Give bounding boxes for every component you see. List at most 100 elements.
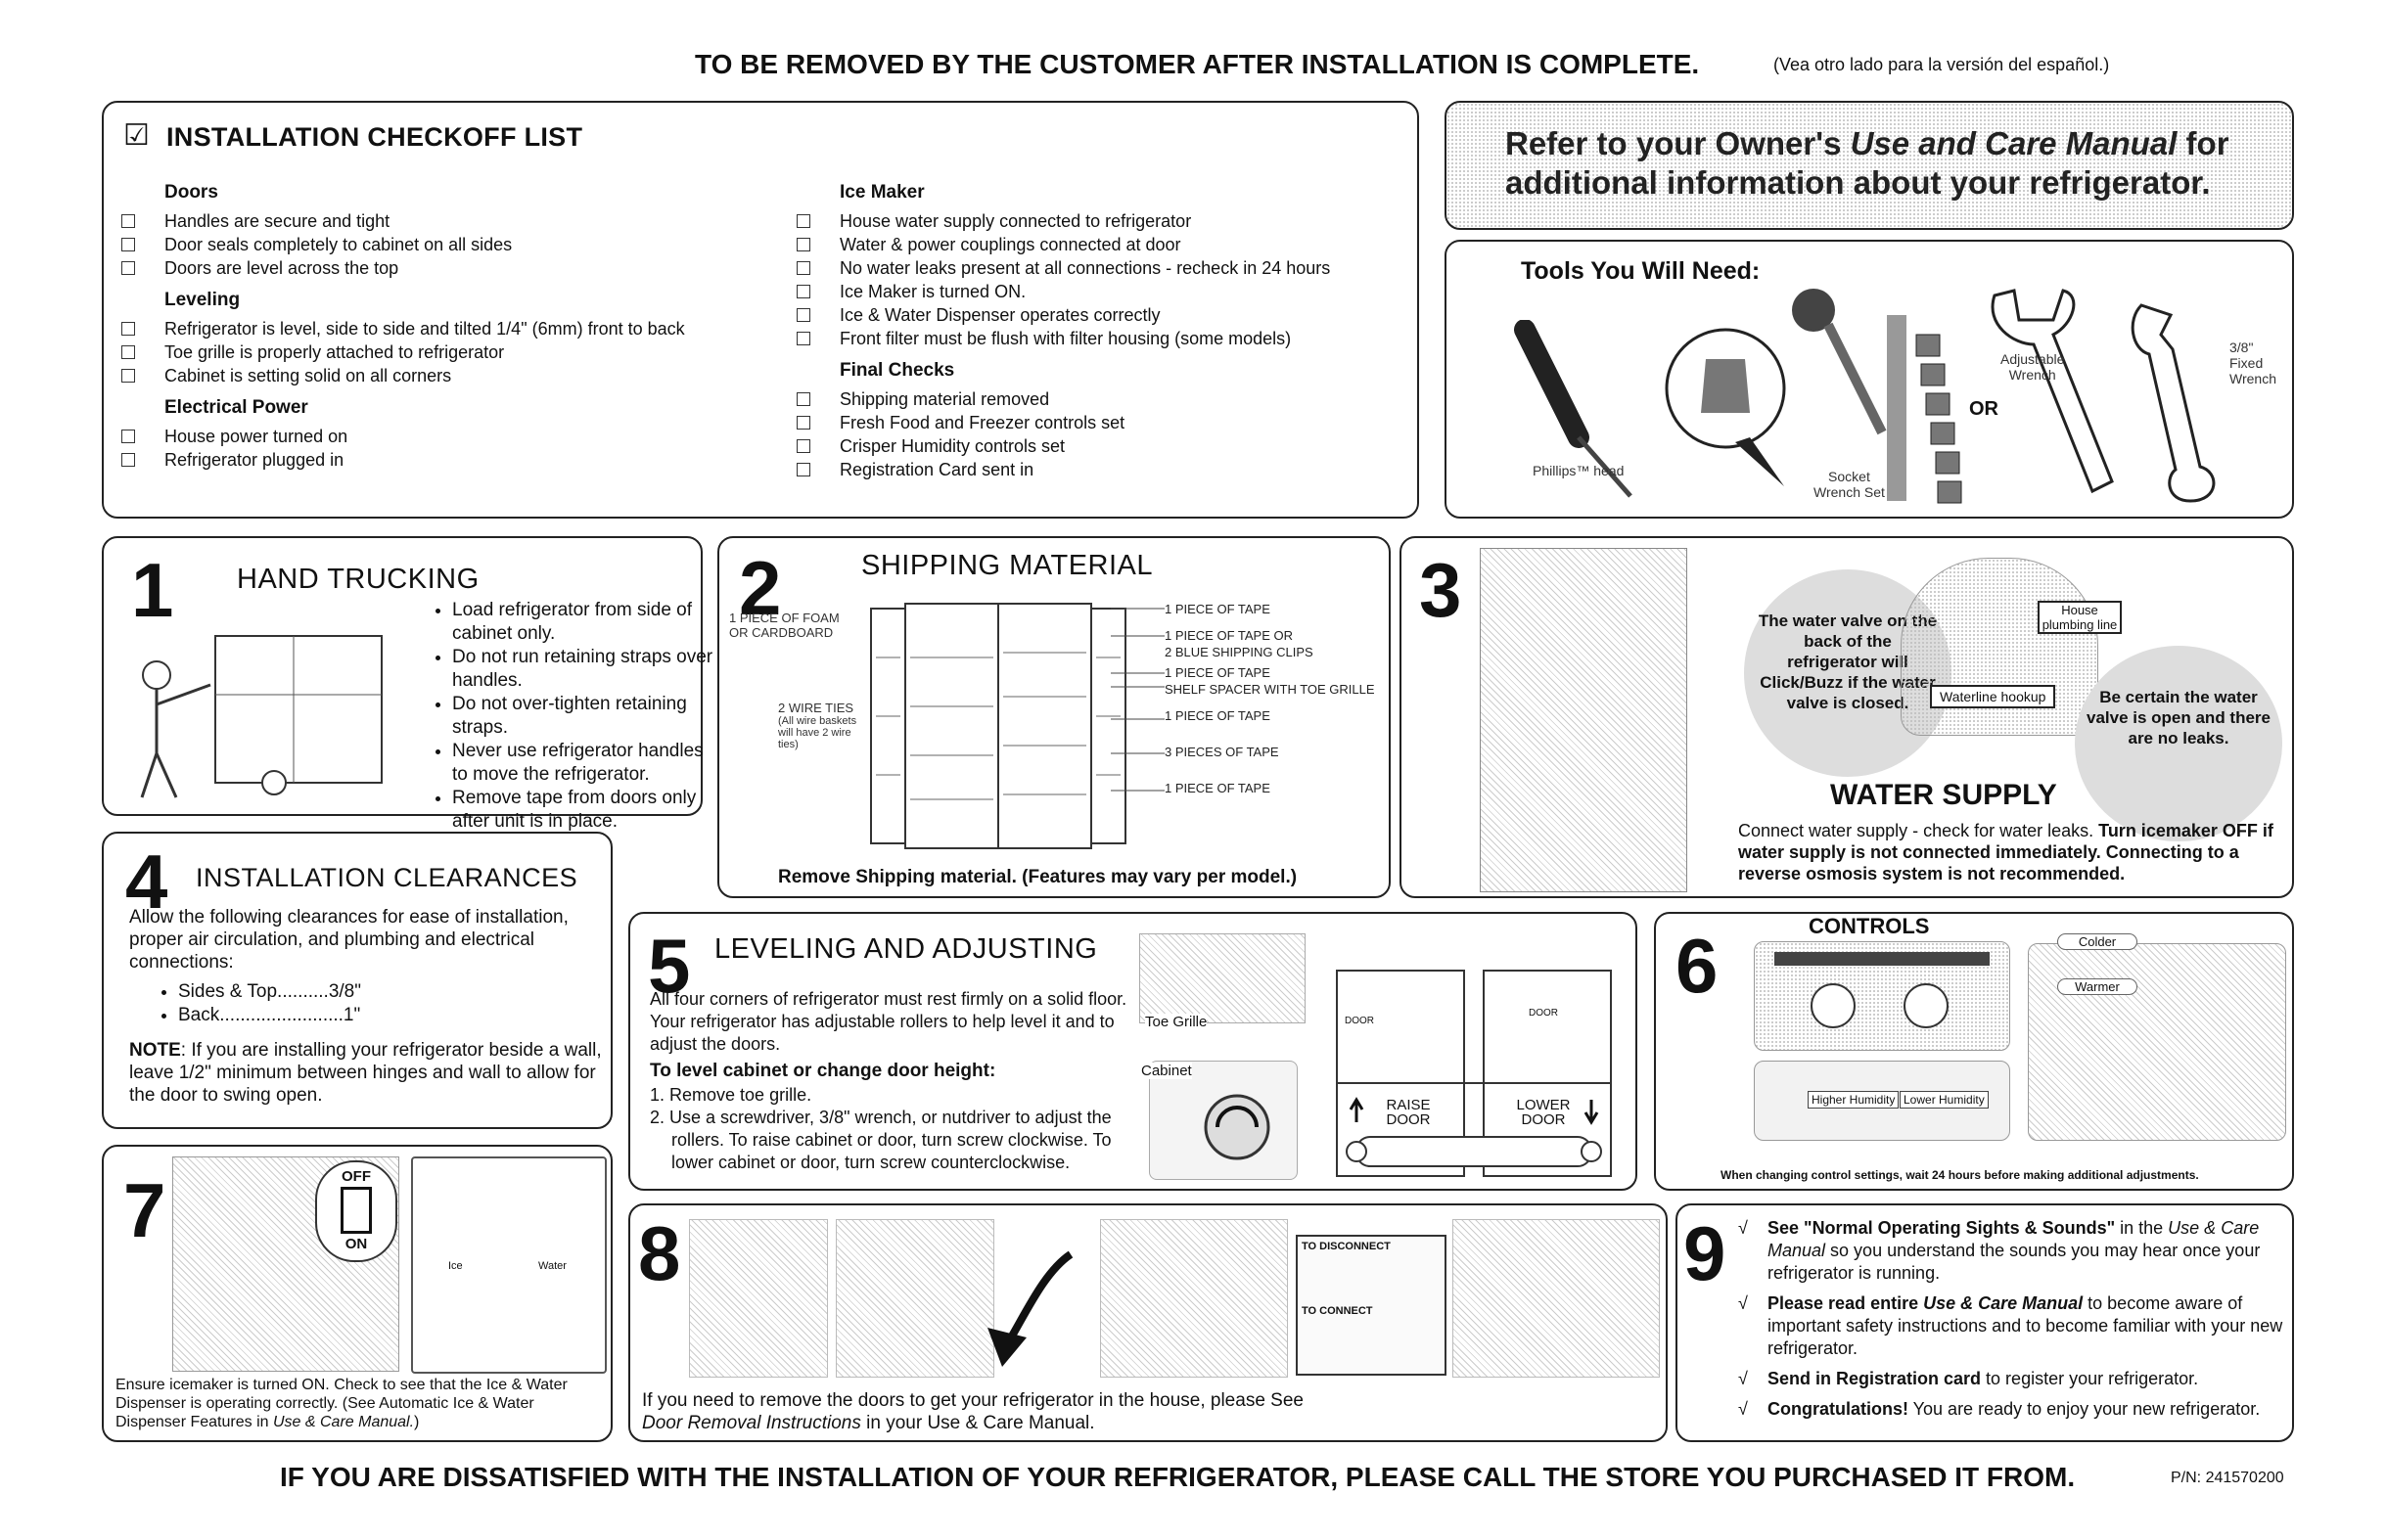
leveling-heading: Leveling [164, 290, 241, 310]
check-item[interactable]: Refrigerator plugged in [114, 448, 857, 472]
checkoff-title: INSTALLATION CHECKOFF LIST [166, 122, 583, 152]
check-item[interactable]: Ice Maker is turned ON. [789, 280, 1415, 303]
section-water-supply: 3 The water valve on the back of the ref… [1399, 536, 2294, 898]
part-number: P/N: 241570200 [2171, 1470, 2284, 1486]
fixed-label-3: Wrench [2229, 371, 2276, 386]
disconnect-label: TO DISCONNECT [1302, 1241, 1391, 1252]
phillips-label: Phillips™ head [1533, 463, 1625, 478]
check-item[interactable]: Refrigerator is level, side to side and … [114, 317, 857, 340]
clearances-note: NOTE: If you are installing your refrige… [129, 1039, 605, 1107]
switch-rocker [341, 1187, 372, 1234]
socket-set-icon [1792, 289, 1962, 504]
note-text: so you understand the sounds you may hea… [1767, 1241, 2261, 1283]
check-item[interactable]: Toe grille is properly attached to refri… [114, 340, 857, 364]
check-item[interactable]: Handles are secure and tight [114, 209, 857, 233]
checkoff-panel: ☑ INSTALLATION CHECKOFF LIST Doors Handl… [102, 101, 1419, 519]
section-door-removal: 8 TO DISCONNECT TO CONNECT If you need t… [628, 1203, 1668, 1442]
waterline-hookup-label: Waterline hookup [1930, 685, 2056, 708]
door-text-b: Door Removal Instructions [642, 1413, 861, 1433]
right-label: 1 PIECE OF TAPE [1165, 665, 1270, 680]
wire-label-3: will have 2 wire [778, 727, 851, 739]
check-item[interactable]: House power turned on [114, 425, 857, 448]
final-heading: Final Checks [840, 360, 955, 381]
hinge-illustration-1 [689, 1219, 828, 1378]
tools-title: Tools You Will Need: [1521, 257, 1761, 285]
bottom-banner: IF YOU ARE DISSATISFIED WITH THE INSTALL… [280, 1462, 2076, 1492]
spanish-note: (Vea otro lado para la versión del españ… [1773, 55, 2110, 74]
check-item[interactable]: House water supply connected to refriger… [789, 209, 1415, 233]
toe-grille-label: Toe Grille [1145, 1014, 1208, 1030]
clearances-intro: Allow the following clearances for ease … [129, 907, 569, 973]
warmer-label: Warmer [2057, 978, 2137, 995]
note-text: in the [2115, 1218, 2169, 1238]
valve-detail-photo [1901, 558, 2098, 736]
or-label: OR [1969, 398, 1998, 420]
fixed-label: 3/8" Fixed Wrench [2229, 340, 2276, 386]
note-item: √ Please read entire Use & Care Manual t… [1736, 1292, 2286, 1360]
leveling-list: Refrigerator is level, side to side and … [114, 317, 857, 387]
note-bold: See "Normal Operating Sights & Sounds" [1767, 1218, 2116, 1238]
leader-lines [1111, 608, 1165, 792]
section-shipping-material: 2 SHIPPING MATERIAL 1 PIECE OF FOAM OR C… [717, 536, 1391, 898]
section-title: SHIPPING MATERIAL [861, 550, 1154, 581]
refer-line1c: for [2177, 125, 2229, 161]
final-notes-list: √ See "Normal Operating Sights & Sounds"… [1736, 1217, 2286, 1421]
checkmark-icon: √ [1738, 1369, 1748, 1388]
dispenser-panel-illustration: Ice Water [411, 1156, 607, 1374]
check-item[interactable]: Door seals completely to cabinet on all … [114, 233, 857, 256]
list-item: Sides & Top..........3/8" [178, 980, 361, 1004]
section-number: 6 [1675, 923, 1719, 1009]
section-number: 9 [1683, 1210, 1726, 1296]
check-item[interactable]: No water leaks present at all connection… [789, 256, 1415, 280]
check-item[interactable]: Ice & Water Dispenser operates correctly [789, 303, 1415, 327]
shipping-right-labels: 1 PIECE OF TAPE 1 PIECE OF TAPE OR 2 BLU… [1165, 601, 1375, 796]
list-item: Never use refrigerator handles to move t… [452, 740, 716, 787]
door-lift-illustration [1100, 1219, 1288, 1378]
on-off-switch[interactable]: OFF ON [315, 1160, 397, 1262]
refrigerator-open-illustration [870, 603, 1126, 849]
check-item[interactable]: Front filter must be flush with filter h… [789, 327, 1415, 350]
door-label-left: DOOR [1345, 1016, 1374, 1026]
electrical-list: House power turned on Refrigerator plugg… [114, 425, 857, 472]
check-item[interactable]: Registration Card sent in [789, 458, 1415, 481]
top-banner: TO BE REMOVED BY THE CUSTOMER AFTER INST… [695, 49, 1700, 79]
check-mark-icon: ☑ [123, 119, 150, 152]
cabinet-label: Cabinet [1141, 1063, 1192, 1079]
hinge-illustration-3 [1452, 1219, 1660, 1378]
section-title: HAND TRUCKING [237, 564, 480, 595]
controls-title: CONTROLS [1809, 914, 1930, 938]
water-bubble-2: Be certain the water valve is open and t… [2075, 646, 2282, 841]
hand-truck-illustration [140, 635, 383, 798]
check-item[interactable]: Fresh Food and Freezer controls set [789, 411, 1415, 434]
refer-line2: additional information about your refrig… [1505, 164, 2211, 201]
checkmark-icon: √ [1738, 1399, 1748, 1419]
ice-heading: Ice Maker [840, 182, 925, 203]
shipping-caption: Remove Shipping material. (Features may … [778, 867, 1298, 887]
check-item[interactable]: Doors are level across the top [114, 256, 857, 280]
house-plumbing-label: House plumbing line [2038, 601, 2122, 634]
toe-grille-illustration [1139, 933, 1306, 1023]
check-item[interactable]: Shipping material removed [789, 387, 1415, 411]
note-bold-italic: Use & Care Manual [1923, 1293, 2084, 1313]
control-dial-icons [1774, 952, 1990, 1028]
section-ice-dispenser: 7 OFF ON Ice Water Ensure icemaker is tu… [102, 1145, 613, 1442]
refer-line1a: Refer to your Owner's [1505, 125, 1851, 161]
note-bold: Please read entire [1767, 1293, 1924, 1313]
door-text-a: If you need to remove the doors to get y… [642, 1390, 1304, 1411]
check-item[interactable]: Crisper Humidity controls set [789, 434, 1415, 458]
note-item: √ Congratulations! You are ready to enjo… [1736, 1398, 2286, 1421]
crisper-drawer-illustration [2028, 943, 2286, 1141]
checkmark-icon: √ [1738, 1293, 1748, 1313]
check-item[interactable]: Cabinet is setting solid on all corners [114, 364, 857, 387]
section-installation-clearances: 4 INSTALLATION CLEARANCES Allow the foll… [102, 832, 613, 1129]
section-controls: 6 CONTROLS Colder Warmer Higher Humidity… [1654, 912, 2294, 1191]
list-item: Remove tape from doors only after unit i… [452, 787, 716, 834]
final-list: Shipping material removed Fresh Food and… [789, 387, 1415, 481]
colder-label: Colder [2057, 933, 2137, 950]
note-text: You are ready to enjoy your new refriger… [1908, 1399, 2261, 1419]
electrical-heading: Electrical Power [164, 397, 308, 418]
fixed-label-1: 3/8" [2229, 340, 2254, 355]
note-text: : If you are installing your refrigerato… [129, 1040, 602, 1106]
water-text-b: Turn icemaker OFF if water supply is not… [1738, 821, 2273, 883]
check-item[interactable]: Water & power couplings connected at doo… [789, 233, 1415, 256]
